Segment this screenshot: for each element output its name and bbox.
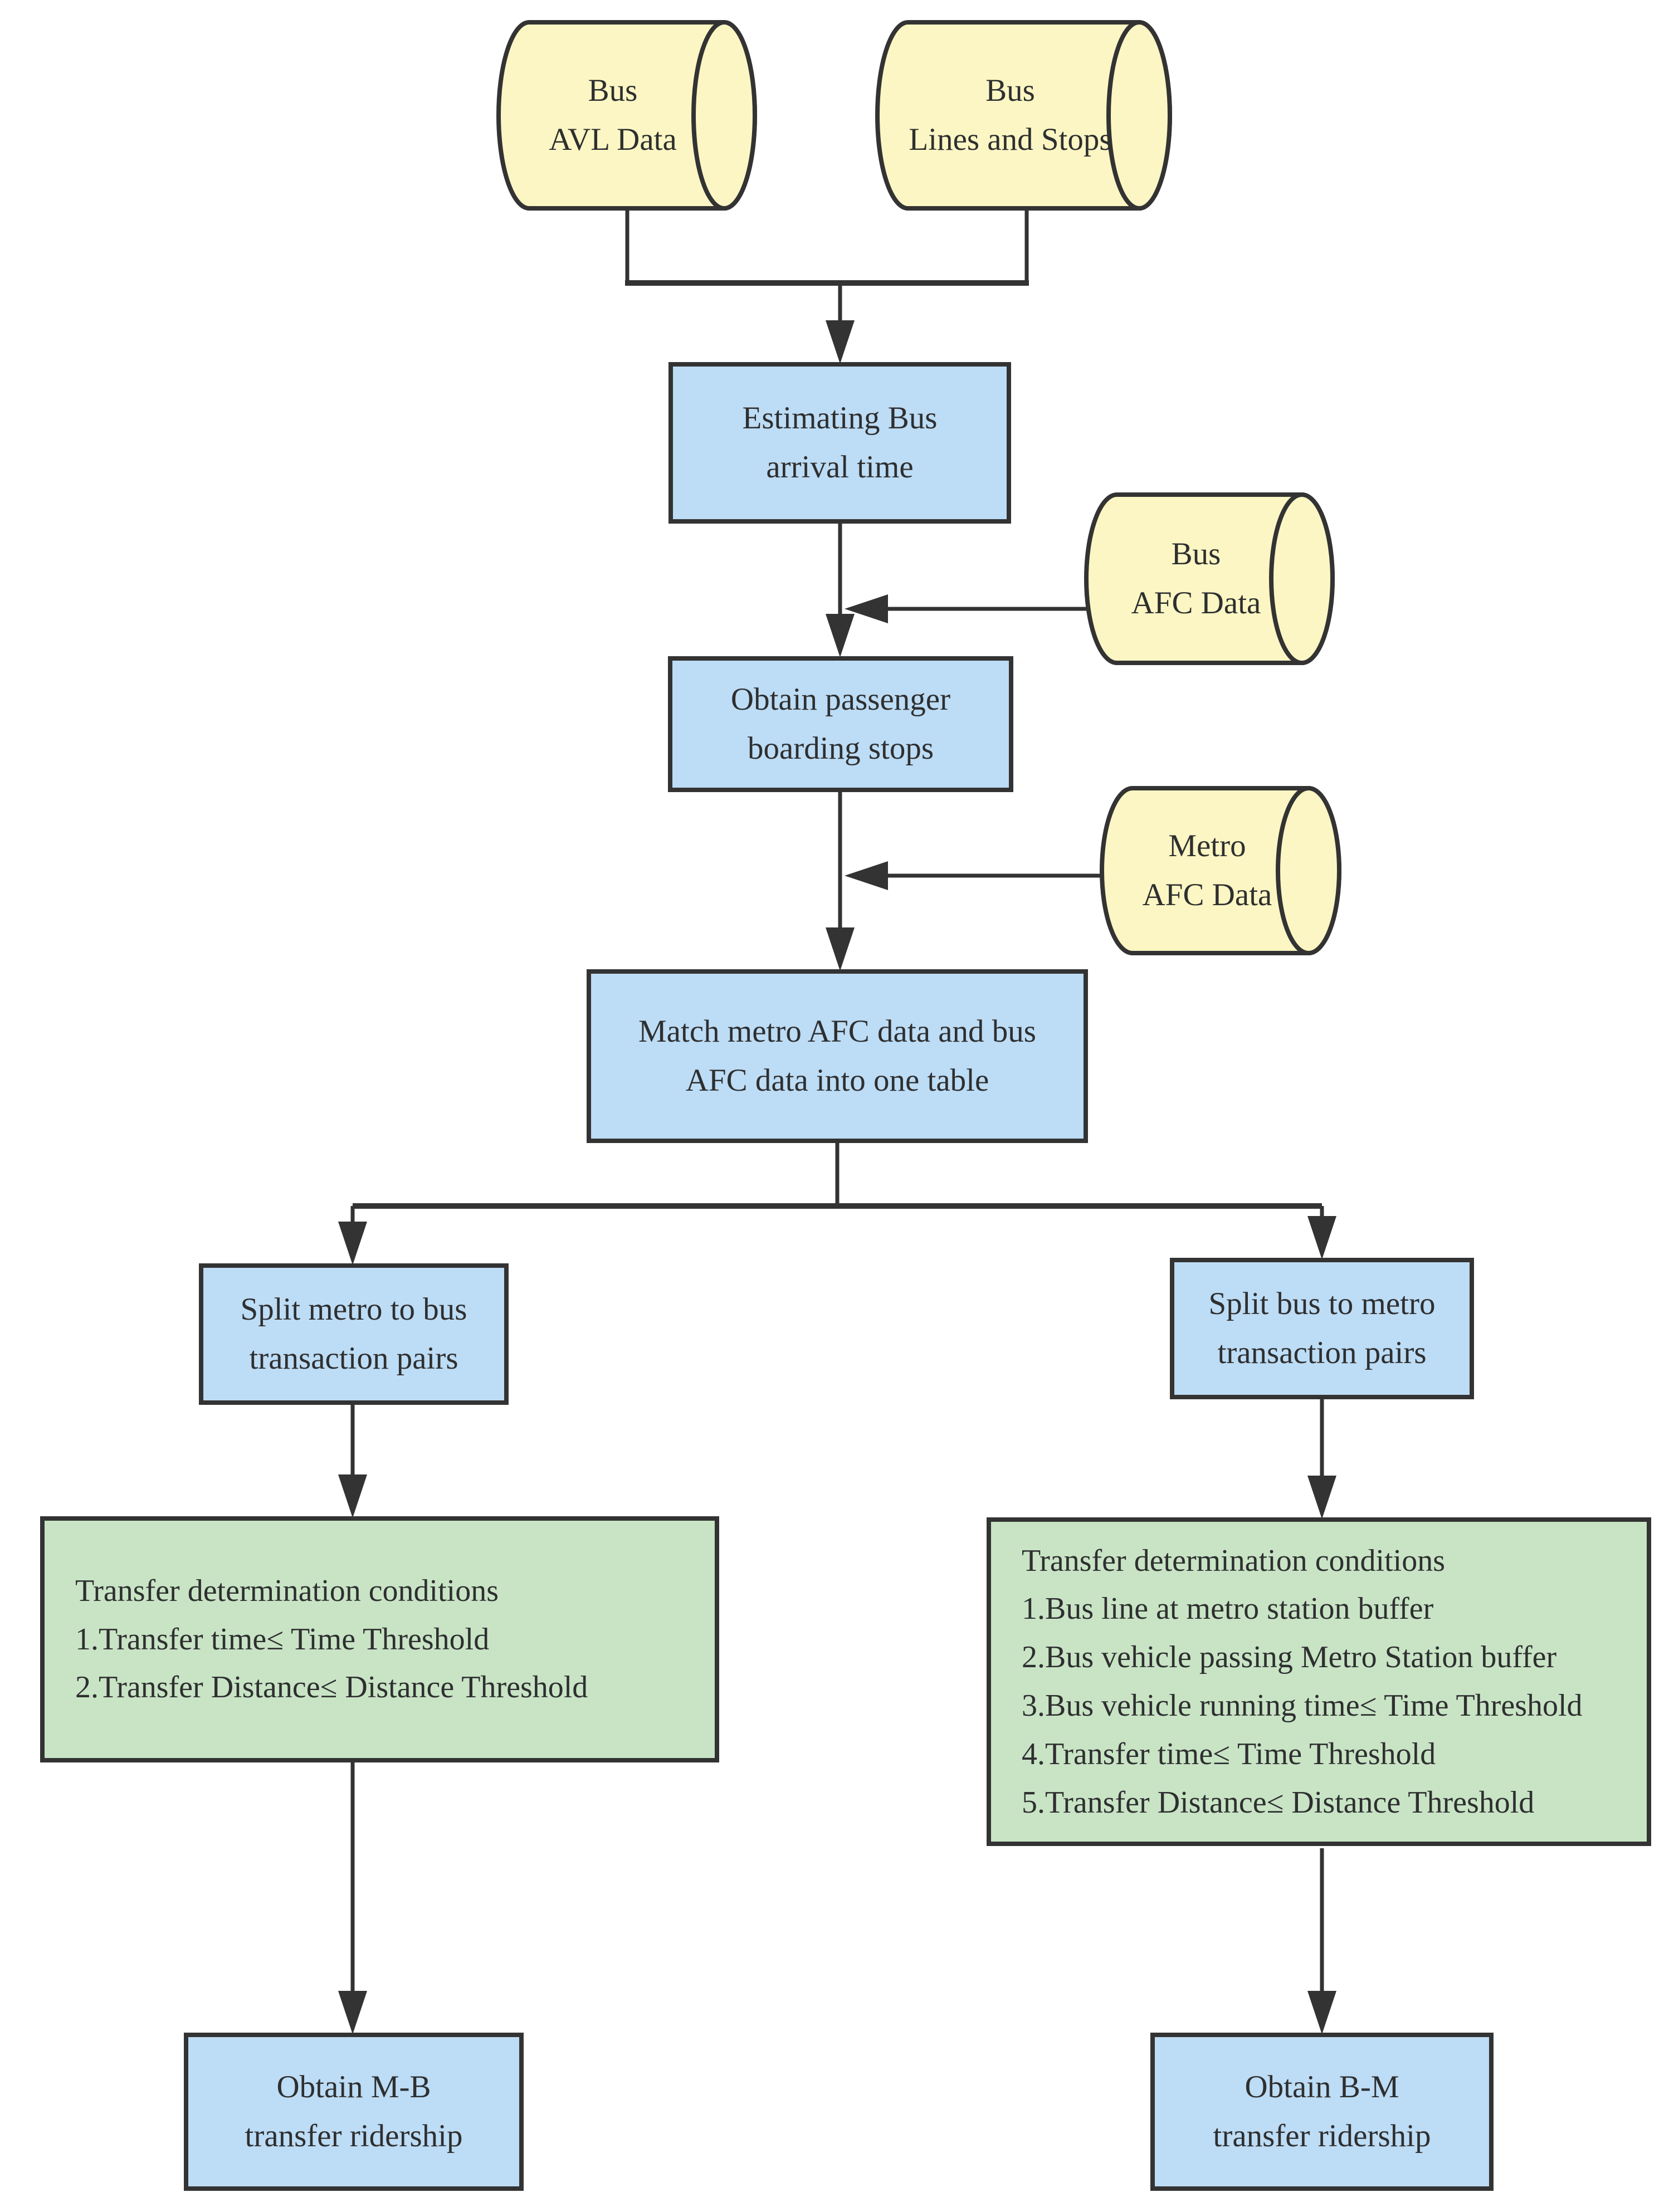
node-match-afc-table: Match metro AFC data and bus AFC data in… xyxy=(587,969,1088,1143)
arrowhead-into-conditions-b2m xyxy=(1307,1476,1336,1519)
arrowhead-metro-afc xyxy=(845,861,888,890)
node-label: Obtain B-M transfer ridership xyxy=(1213,2069,1431,2154)
node-label: Obtain M-B transfer ridership xyxy=(245,2069,463,2154)
node-label: Split bus to metro transaction pairs xyxy=(1208,1286,1436,1370)
node-label: Obtain passenger boarding stops xyxy=(730,681,951,766)
arrowhead-into-boarding xyxy=(826,614,855,657)
cylinder-bus-afc-data xyxy=(1084,492,1335,665)
node-conditions-metro-to-bus: Transfer determination conditions 1.Tran… xyxy=(40,1516,719,1762)
arrowhead-into-split-b2m xyxy=(1307,1216,1336,1259)
arrowhead-into-estimating xyxy=(826,320,855,364)
node-conditions-bus-to-metro: Transfer determination conditions 1.Bus … xyxy=(987,1517,1651,1846)
cylinder-bus-avl-data xyxy=(496,20,757,211)
node-label: Split metro to bus transaction pairs xyxy=(240,1291,467,1376)
node-label: Transfer determination conditions 1.Bus … xyxy=(1022,1543,1583,1820)
node-label: Estimating Bus arrival time xyxy=(742,400,938,485)
arrowhead-bus-afc xyxy=(845,594,888,623)
node-estimating-bus-arrival-time: Estimating Bus arrival time xyxy=(668,362,1011,524)
node-obtain-passenger-boarding-stops: Obtain passenger boarding stops xyxy=(668,656,1013,792)
arrowhead-into-obtain-bm xyxy=(1307,1991,1336,2034)
node-label: Transfer determination conditions 1.Tran… xyxy=(75,1573,588,1705)
node-obtain-mb-ridership: Obtain M-B transfer ridership xyxy=(184,2033,524,2191)
node-label: Match metro AFC data and bus AFC data in… xyxy=(638,1013,1036,1098)
arrowhead-into-split-m2b xyxy=(338,1222,367,1265)
arrowhead-into-obtain-mb xyxy=(338,1991,367,2034)
cylinder-metro-afc-data xyxy=(1100,786,1341,955)
arrowhead-into-match xyxy=(826,927,855,971)
cylinder-bus-lines-and-stops xyxy=(875,20,1172,211)
node-split-metro-to-bus: Split metro to bus transaction pairs xyxy=(199,1263,509,1405)
node-obtain-bm-ridership: Obtain B-M transfer ridership xyxy=(1150,2033,1494,2191)
arrowhead-into-conditions-m2b xyxy=(338,1474,367,1518)
node-split-bus-to-metro: Split bus to metro transaction pairs xyxy=(1170,1258,1474,1399)
